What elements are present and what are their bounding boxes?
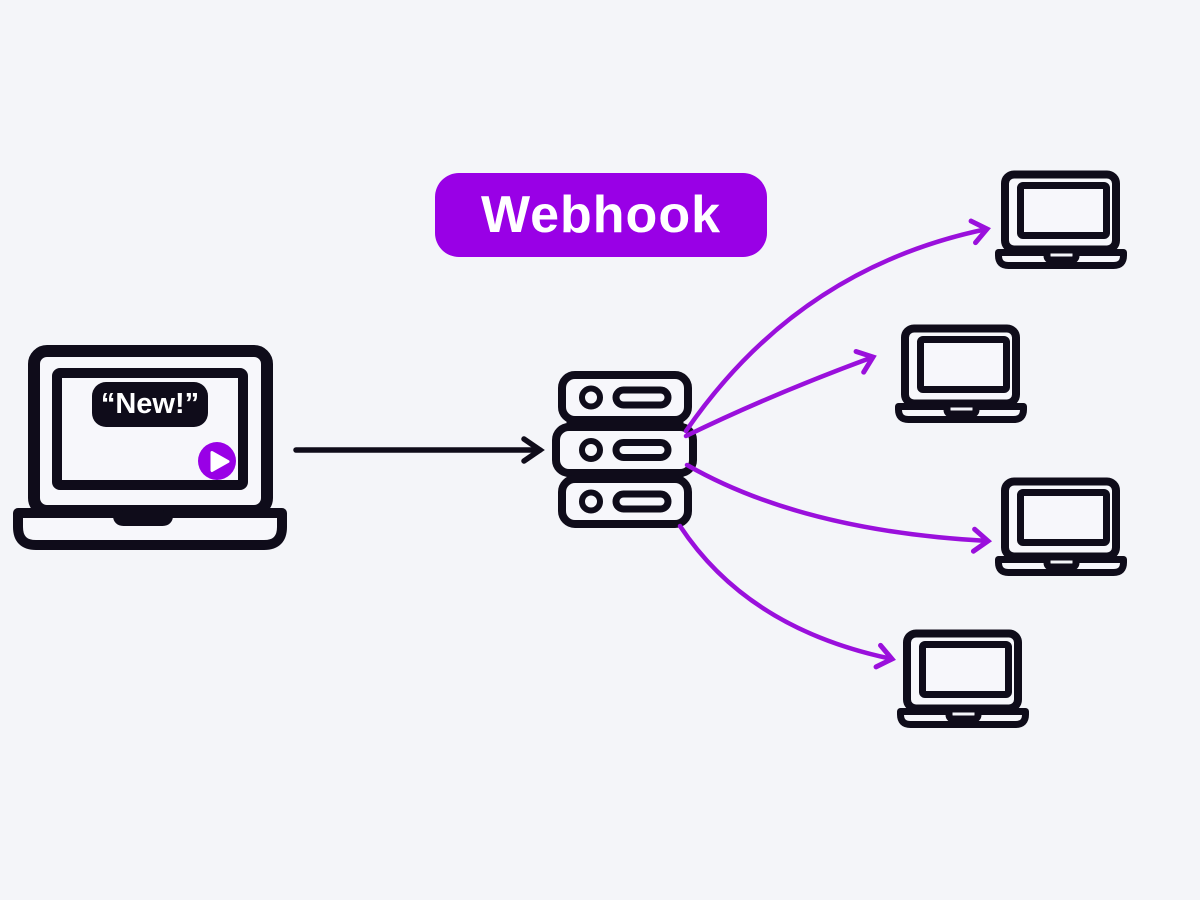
server-stack-icon — [552, 371, 697, 528]
webhook-arrow-2 — [683, 349, 877, 439]
webhook-arrow-4 — [677, 523, 896, 670]
client-laptop-3-icon — [999, 482, 1124, 573]
title-label: Webhook — [480, 186, 722, 244]
webhook-arrow-3 — [684, 462, 993, 554]
webhook-arrow-1 — [683, 218, 991, 434]
client-laptop-4-icon — [901, 634, 1026, 725]
publisher-laptop-icon — [13, 345, 287, 550]
client-laptop-1-icon — [999, 175, 1124, 266]
play-icon — [198, 442, 236, 480]
client-laptop-2-icon — [899, 329, 1024, 420]
notification-label: “New!” — [100, 388, 200, 420]
title-badge: Webhook — [435, 173, 767, 257]
notification-badge: “New!” — [92, 382, 208, 427]
